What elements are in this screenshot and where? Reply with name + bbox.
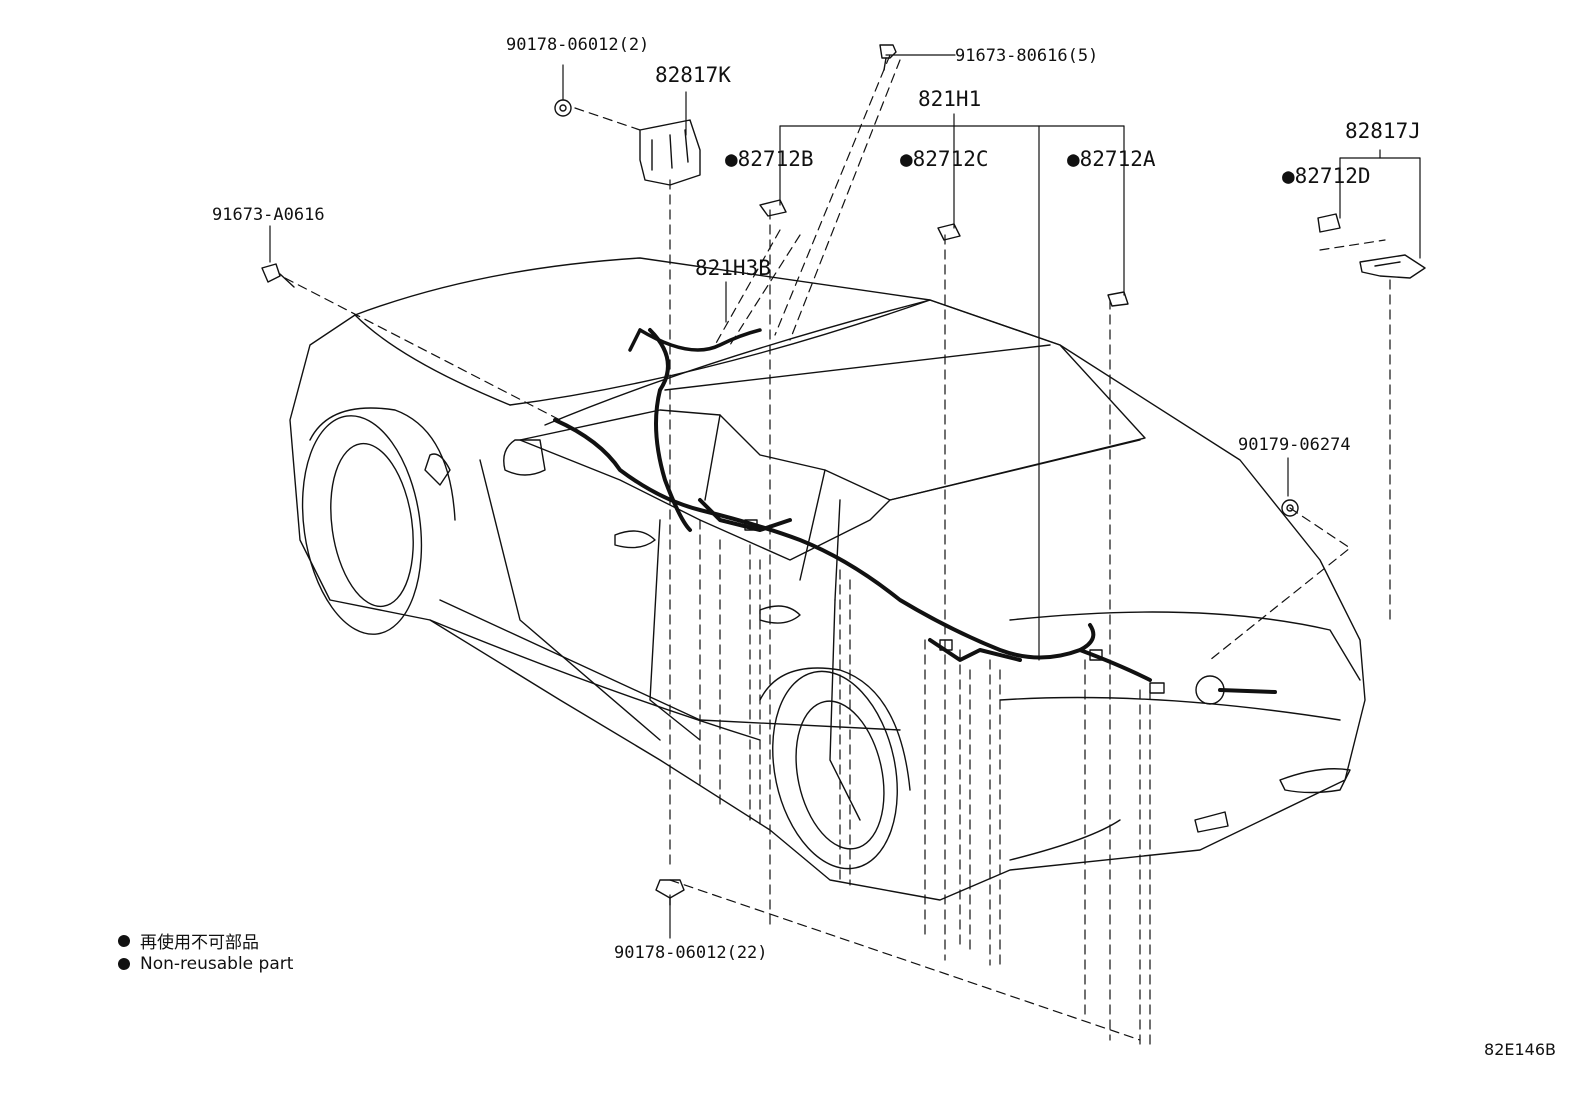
label-82817k: 82817K xyxy=(655,63,731,87)
label-821h3b: 821H3B xyxy=(695,256,771,280)
label-91673-80616-5: 91673-80616(5) xyxy=(955,46,1098,66)
legend-japanese: 再使用不可部品 xyxy=(118,928,259,953)
car-body xyxy=(289,257,1366,901)
legend-japanese-text: 再使用不可部品 xyxy=(140,933,259,953)
label-82712c: ●82712C xyxy=(900,147,989,171)
label-82712a: ●82712A xyxy=(1067,147,1156,171)
callout-lines xyxy=(269,54,1421,939)
label-91673-a0616: 91673-A0616 xyxy=(212,205,325,225)
label-82712b: ●82712B xyxy=(725,147,814,171)
label-821h1: 821H1 xyxy=(918,87,981,111)
wiring-harness-821h1 xyxy=(553,328,1277,694)
label-90178-06012-2: 90178-06012(2) xyxy=(506,35,649,55)
wiring-harness-821h3b xyxy=(628,328,762,352)
label-82712d: ●82712D xyxy=(1282,164,1371,188)
hardware-parts xyxy=(261,44,1426,906)
leader-lines xyxy=(284,54,1391,1046)
part-labels: 90178-06012(2) 91673-80616(5) 82817K 821… xyxy=(212,35,1421,963)
legend-english: Non-reusable part xyxy=(118,954,293,974)
label-90178-06012-22: 90178-06012(22) xyxy=(614,943,768,963)
legend-english-text: Non-reusable part xyxy=(140,954,294,974)
non-reusable-dot-icon xyxy=(118,958,130,970)
label-82817j: 82817J xyxy=(1345,119,1421,143)
non-reusable-dot-icon xyxy=(118,934,130,947)
label-90179-06274: 90179-06274 xyxy=(1238,435,1351,455)
figure-code: 82E146B xyxy=(1484,1040,1556,1059)
